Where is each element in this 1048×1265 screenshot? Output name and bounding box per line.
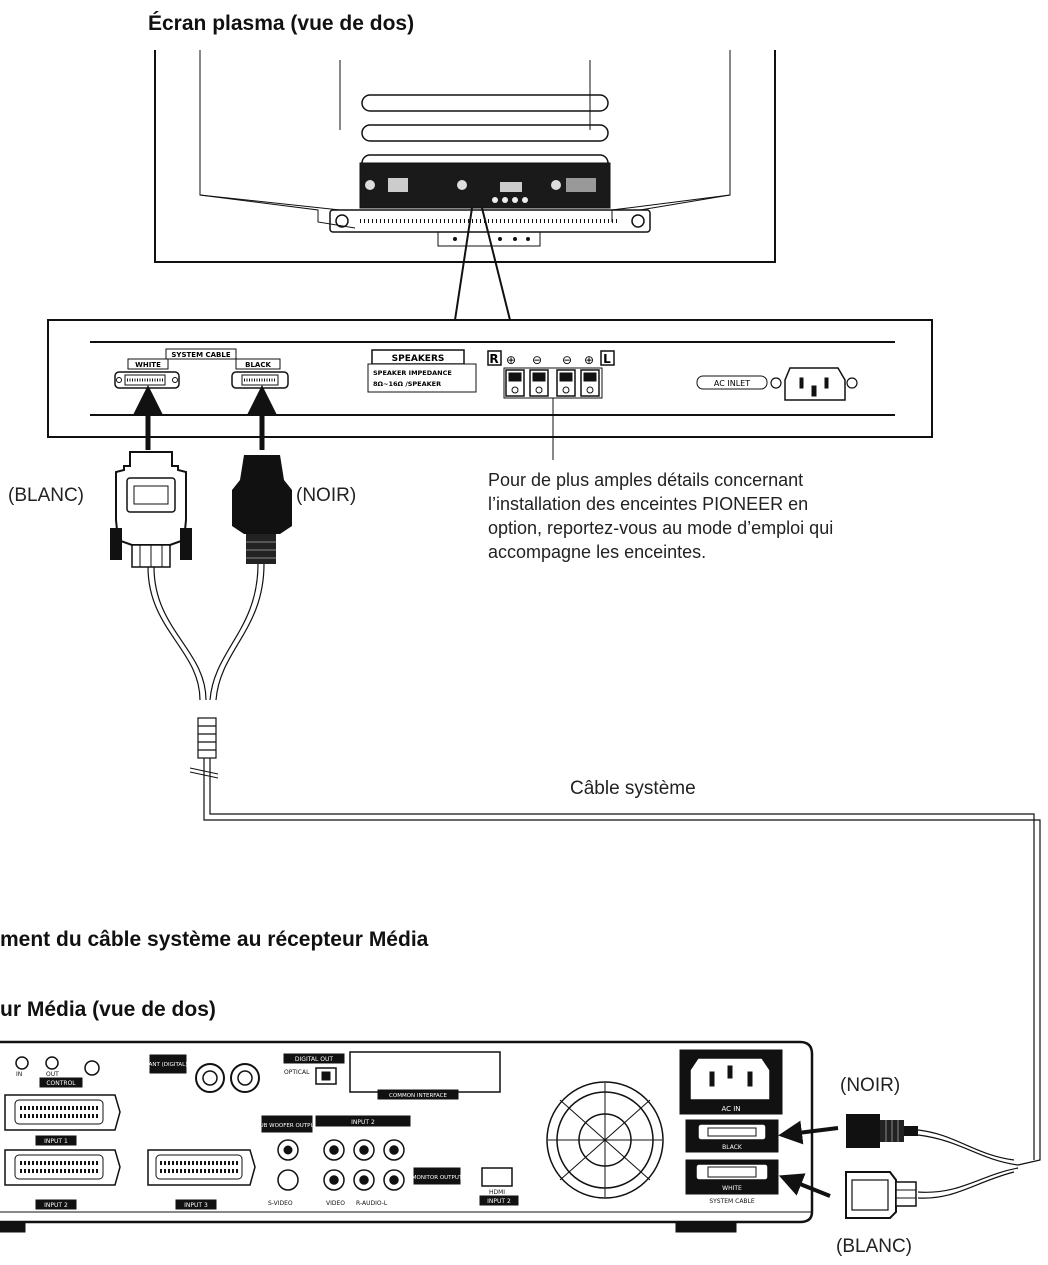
black-plug[interactable] xyxy=(232,455,292,564)
receiver-ant-label: ANT (DIGITAL) xyxy=(149,1062,188,1068)
receiver-ac-in-socket[interactable] xyxy=(689,1057,771,1101)
receiver-black-label: BLACK xyxy=(722,1144,743,1151)
speaker-note-line: Pour de plus amples détails concernant xyxy=(488,470,804,490)
blanc-label-top: (BLANC) xyxy=(8,485,85,506)
speaker-r-label: R xyxy=(489,352,498,366)
receiver-audio-label: R-AUDIO-L xyxy=(356,1200,388,1207)
impedance-line-1: SPEAKER IMPEDANCE xyxy=(373,369,452,377)
receiver-sub-woofer-label: SUB WOOFER OUTPUT xyxy=(256,1123,318,1129)
receiver-black-plug[interactable] xyxy=(846,1114,918,1148)
receiver-in-label: IN xyxy=(16,1071,22,1078)
cooling-fan xyxy=(546,1081,664,1199)
impedance-line-2: 8Ω~16Ω /SPEAKER xyxy=(373,380,441,388)
speaker-l-label: L xyxy=(603,352,611,366)
receiver-ac-in-label: AC IN xyxy=(721,1105,740,1113)
receiver-white-dvi-plug[interactable] xyxy=(845,1171,917,1219)
connection-heading: ment du câble système au récepteur Média xyxy=(0,928,429,951)
receiver-input2-label: INPUT 2 xyxy=(44,1202,68,1209)
hdmi-port[interactable] xyxy=(481,1167,513,1187)
receiver-out-label: OUT xyxy=(46,1071,59,1078)
speakers-label: SPEAKERS xyxy=(392,354,445,364)
panel-black-label: BLACK xyxy=(245,361,271,369)
receiver-back-title: ur Média (vue de dos) xyxy=(0,998,216,1021)
noir-label-top: (NOIR) xyxy=(296,485,357,506)
plasma-back-title: Écran plasma (vue de dos) xyxy=(148,12,415,35)
receiver-digital-out-label: DIGITAL OUT xyxy=(295,1056,333,1063)
black-system-cable-port[interactable] xyxy=(231,371,289,389)
minus-r-icon: ⊖ xyxy=(532,353,542,367)
system-cable xyxy=(147,563,1041,1199)
panel-system-cable-label: SYSTEM CABLE xyxy=(171,351,230,359)
ac-inlet-socket[interactable] xyxy=(770,367,858,401)
noir-label-bottom: (NOIR) xyxy=(840,1075,901,1096)
receiver-input2b-label: INPUT 2 xyxy=(351,1119,375,1126)
s-video-port[interactable] xyxy=(277,1169,299,1191)
speaker-note: Pour de plus amples détails concernant l… xyxy=(488,468,833,564)
media-receiver: IN OUT CONTROL INPUT 1 INPUT 2 INPUT 3 xyxy=(0,1040,814,1233)
receiver-hdmi-label: HDMI xyxy=(489,1189,505,1196)
receiver-control-label: CONTROL xyxy=(46,1080,76,1087)
receiver-common-interface-label: COMMON INTERFACE xyxy=(389,1093,447,1099)
receiver-input1-label: INPUT 1 xyxy=(44,1138,68,1145)
receiver-white-label: WHITE xyxy=(722,1185,742,1192)
rca-jacks[interactable] xyxy=(323,1139,405,1191)
receiver-system-cable-label: SYSTEM CABLE xyxy=(709,1198,755,1205)
plasma-display xyxy=(154,50,776,263)
plus-r-icon: ⊕ xyxy=(506,353,516,367)
receiver-input3-label: INPUT 3 xyxy=(184,1202,208,1209)
panel-white-label: WHITE xyxy=(135,361,161,369)
speaker-note-line: l’installation des enceintes PIONEER en xyxy=(488,494,809,514)
speaker-note-line: option, reportez-vous au mode d’emploi q… xyxy=(488,518,834,538)
receiver-input2-hdmi-label: INPUT 2 xyxy=(487,1198,511,1205)
white-system-cable-port[interactable] xyxy=(114,371,180,389)
speaker-note-line: accompagne les enceintes. xyxy=(488,542,707,562)
receiver-s-video-label: S-VIDEO xyxy=(268,1200,293,1207)
receiver-video-label: VIDEO xyxy=(326,1200,345,1207)
white-dvi-plug[interactable] xyxy=(110,451,192,568)
scart-input-2[interactable] xyxy=(4,1149,121,1186)
receiver-monitor-output-label: MONITOR OUTPUT xyxy=(412,1175,463,1181)
ac-inlet-label: AC INLET xyxy=(714,379,750,388)
scart-input-3[interactable] xyxy=(147,1149,256,1186)
plus-l-icon: ⊕ xyxy=(584,353,594,367)
receiver-optical-label: OPTICAL xyxy=(284,1069,310,1076)
minus-l-icon: ⊖ xyxy=(562,353,572,367)
scart-input-1[interactable] xyxy=(4,1094,121,1131)
system-cable-label: Câble système xyxy=(570,778,696,799)
blanc-label-bottom: (BLANC) xyxy=(836,1236,913,1257)
enlarged-terminal-panel: SYSTEM CABLE WHITE BLACK SPEAKERS SPEAKE… xyxy=(47,319,933,460)
speaker-terminals[interactable] xyxy=(503,367,603,399)
